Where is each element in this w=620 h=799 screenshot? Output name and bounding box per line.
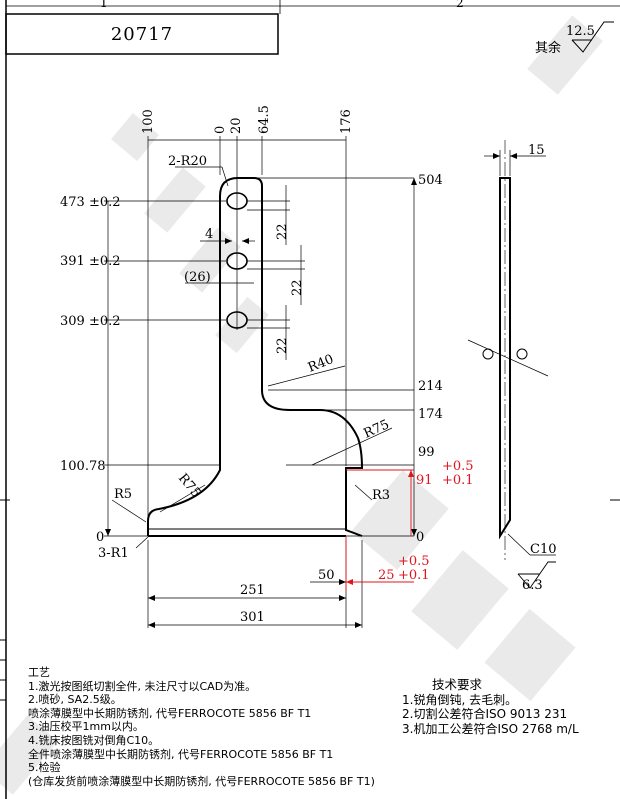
- tol-upper-minus: +0.1: [442, 473, 474, 488]
- dimension-lines: [104, 136, 417, 628]
- radius-3-r1: 3-R1: [98, 546, 129, 561]
- radius-r3: R3: [372, 488, 390, 503]
- process-note-line: 3.油压校平1mm以内。: [28, 720, 144, 734]
- dim-y-391: 391 ±0.2: [60, 254, 121, 269]
- top-dimensions: 100 0 20 64.5 176: [141, 105, 354, 134]
- process-note-line: 全件喷涂薄膜型中长期防锈剂, 代号FERROCOTE 5856 BF T1: [28, 747, 334, 761]
- process-note-line: 1.激光按图纸切割全件, 未注尺寸以CAD为准。: [28, 679, 257, 693]
- zone-marker-2: 2: [456, 0, 464, 10]
- dim-y-174: 174: [418, 407, 443, 422]
- process-note-line: 2.喷砂, SA2.5级。: [28, 693, 122, 707]
- dim-y-0-left: 0: [96, 530, 104, 545]
- bottom-dimensions: 251 301 50: [240, 568, 335, 625]
- tolerance-dimensions: [345, 469, 414, 592]
- process-note-line: (仓库发货前喷涂薄膜型中长期防锈剂, 代号FERROCOTE 5856 BF T…: [28, 774, 375, 788]
- technical-requirements: 技术要求 1.锐角倒钝, 去毛刺。 2.切割公差符合ISO 9013 231 3…: [402, 677, 612, 736]
- dim-251: 251: [240, 583, 265, 598]
- requirement-line: 3.机加工公差符合ISO 2768 m/L: [402, 721, 579, 736]
- tol-lower-base: 25: [378, 568, 395, 583]
- surface-finish-value: 12.5: [566, 24, 595, 39]
- dim-x-100: 100: [141, 109, 156, 134]
- process-note-line: 5.检验: [28, 761, 61, 775]
- chamfer-c10: C10: [530, 542, 557, 557]
- tol-lower-minus: +0.1: [398, 568, 430, 583]
- part-number: 20717: [110, 23, 174, 45]
- left-dimensions: 473 ±0.2 391 ±0.2 309 ±0.2 100.78 0: [60, 195, 121, 545]
- dim-y-214: 214: [418, 379, 443, 394]
- dim-pitch-2: 22: [290, 279, 305, 296]
- surface-finish-symbol: [571, 21, 614, 53]
- dim-pitch-3: 22: [275, 337, 290, 354]
- zone-marker-1: 1: [100, 0, 108, 10]
- tol-upper-plus: +0.5: [442, 459, 474, 474]
- requirement-line: 2.切割公差符合ISO 9013 231: [402, 707, 568, 721]
- side-view: [467, 140, 556, 589]
- dim-x-176: 176: [339, 109, 354, 134]
- part-outline: [147, 177, 364, 537]
- dim-301: 301: [240, 610, 265, 625]
- process-notes-heading: 工艺: [28, 666, 50, 679]
- process-note-line: 4.铣床按图铣对倒角C10。: [28, 733, 160, 747]
- dim-y-309: 309 ±0.2: [60, 314, 121, 329]
- process-notes: 工艺 1.激光按图纸切割全件, 未注尺寸以CAD为准。 2.喷砂, SA2.5级…: [28, 666, 408, 788]
- radius-labels: 2-R20 R40 R75 R75 R5 R3 3-R1: [98, 154, 392, 561]
- technical-requirements-heading: 技术要求: [432, 677, 483, 692]
- dim-slot-4: 4: [205, 227, 213, 242]
- hole-dimensions: 22 22 22 4 (26): [184, 223, 305, 354]
- dim-y-504: 504: [418, 173, 443, 188]
- tol-upper-base: 91: [416, 473, 433, 488]
- dim-x-20: 20: [229, 117, 244, 134]
- radius-r5: R5: [114, 487, 132, 502]
- dim-x-64-5: 64.5: [257, 105, 272, 134]
- dim-y-0-right: 0: [416, 530, 424, 545]
- process-note-line: 喷涂薄膜型中长期防锈剂, 代号FERROCOTE 5856 BF T1: [28, 706, 312, 720]
- dim-slot-26: (26): [184, 270, 211, 285]
- tolerance-labels: +0.5 91 +0.1 +0.5 25 +0.1: [378, 459, 474, 583]
- dim-50: 50: [318, 568, 335, 583]
- radius-r75-left: R75: [175, 471, 203, 501]
- radius-2-r20: 2-R20: [168, 154, 207, 169]
- edge-finish-value: 6.3: [522, 578, 543, 593]
- dim-pitch-1: 22: [275, 223, 290, 240]
- dim-x-0: 0: [213, 126, 228, 134]
- dim-thickness-15: 15: [528, 143, 545, 158]
- dim-y-100-78: 100.78: [60, 459, 106, 474]
- requirement-line: 1.锐角倒钝, 去毛刺。: [402, 692, 518, 707]
- part-number-box: [5, 13, 279, 55]
- dim-y-99: 99: [418, 445, 435, 460]
- right-dimensions: 504 214 174 99 0: [416, 173, 443, 545]
- dim-y-473: 473 ±0.2: [60, 195, 121, 210]
- radius-r75-right: R75: [362, 417, 392, 441]
- tol-lower-plus: +0.5: [398, 554, 430, 569]
- surface-finish-label: 其余: [535, 40, 561, 56]
